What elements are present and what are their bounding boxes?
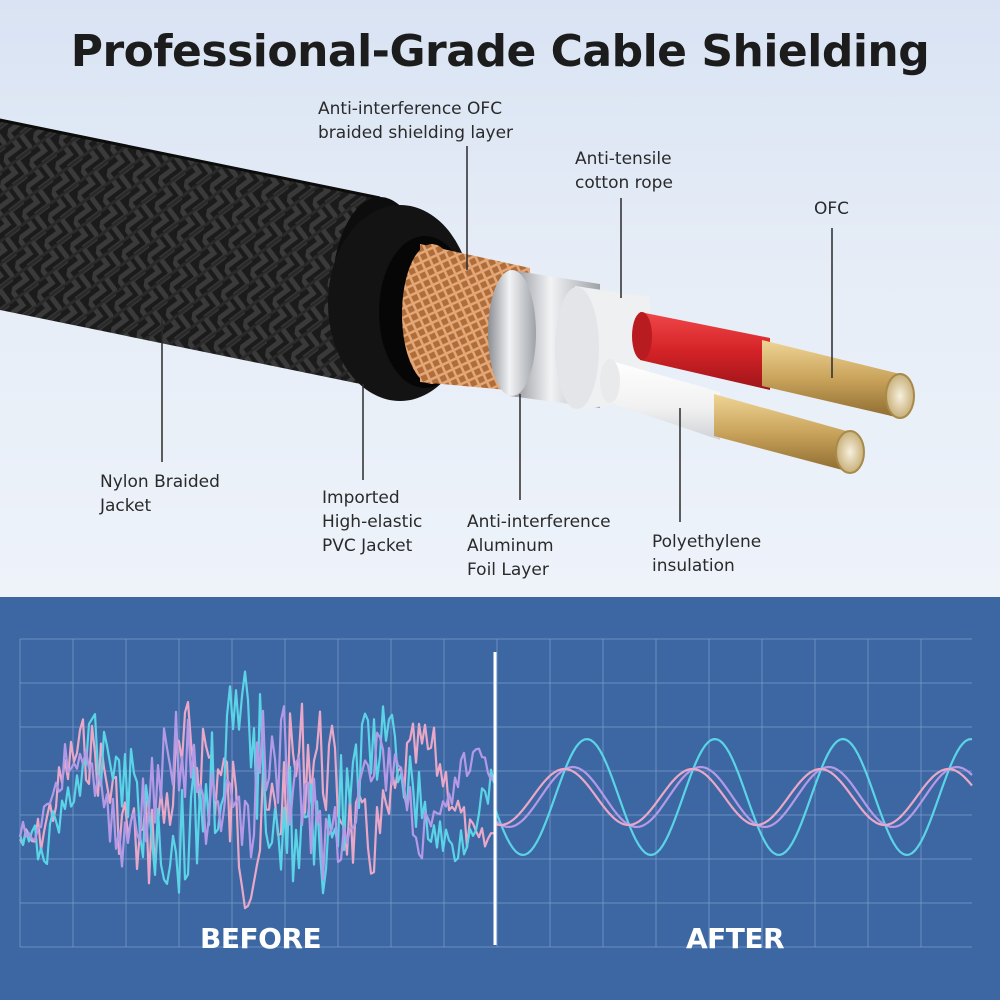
- callout-ofc: OFC: [814, 199, 850, 219]
- after-label: AFTER: [686, 922, 785, 955]
- signal-waveform-graphic: [18, 638, 973, 948]
- callout-ofc-braid: Anti-interference OFC braided shielding …: [318, 99, 514, 143]
- callout-polyethylene: Polyethylene insulation: [652, 532, 762, 576]
- leader-lines: [161, 146, 833, 522]
- callout-nylon-jacket: Nylon Braided Jacket: [100, 472, 220, 516]
- after-smooth-wave-lavender: [494, 765, 973, 829]
- ofc-conductor-white: [714, 394, 865, 474]
- ofc-conductor-red: [762, 340, 915, 419]
- polyethylene-insulation: [600, 359, 720, 440]
- callout-pvc-jacket: Imported High-elastic PVC Jacket: [322, 488, 423, 556]
- callout-aluminum-foil: Anti-interference Aluminum Foil Layer: [467, 512, 611, 580]
- cable-illustration: [0, 118, 915, 522]
- waveforms: [18, 670, 973, 910]
- page-title: Professional-Grade Cable Shielding: [70, 26, 930, 77]
- before-noise-wave-lavender: [18, 705, 495, 881]
- before-label: BEFORE: [200, 922, 322, 955]
- after-smooth-wave-pink: [494, 767, 973, 827]
- after-smooth-wave-cyan: [493, 737, 973, 857]
- callout-cotton-rope: Anti-tensile cotton rope: [575, 149, 673, 193]
- red-insulation: [632, 312, 770, 390]
